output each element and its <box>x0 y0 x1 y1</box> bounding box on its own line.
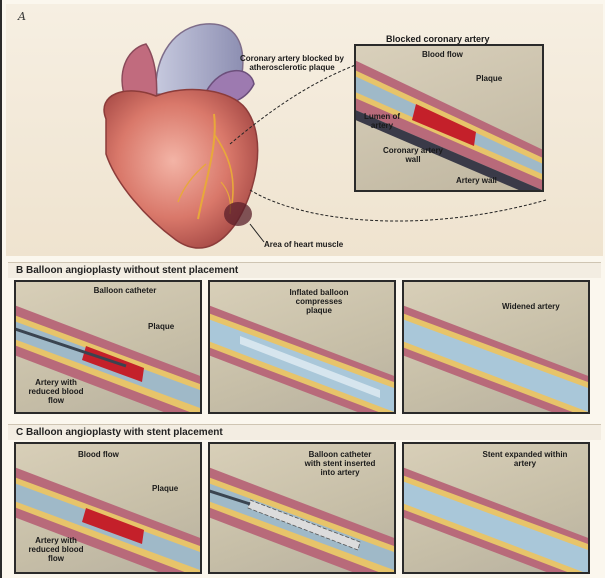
panel-b1-callout-3: Artery with reduced blood flow <box>26 378 86 405</box>
panel-c3-callout-1: Stent expanded within artery <box>480 450 570 468</box>
panel-c1-callout-2: Plaque <box>152 484 178 493</box>
panel-b2-callout-1: Inflated balloon compresses plaque <box>284 288 354 315</box>
inset-callout-lumen: Lumen of artery <box>362 112 402 130</box>
panel-b1: Balloon catheter Plaque Artery with redu… <box>14 280 202 414</box>
panel-b3-drawing <box>404 282 588 412</box>
panel-c1-callout-1: Blood flow <box>78 450 119 459</box>
panel-b3: Widened artery <box>402 280 590 414</box>
inset-callout-blood-flow: Blood flow <box>422 50 463 59</box>
inset-callout-wall: Coronary artery wall <box>378 146 448 164</box>
panel-b3-callout-1: Widened artery <box>502 302 560 311</box>
panel-c1: Blood flow Plaque Artery with reduced bl… <box>14 442 202 574</box>
panel-c3: Stent expanded within artery <box>402 442 590 574</box>
inset-title: Blocked coronary artery <box>386 34 490 44</box>
blocked-artery-inset: Blood flow Plaque Lumen of artery Corona… <box>354 44 544 192</box>
panel-c1-callout-3: Artery with reduced blood flow <box>26 536 86 563</box>
panel-b2: Inflated balloon compresses plaque <box>208 280 396 414</box>
section-c-header: C Balloon angioplasty with stent placeme… <box>8 424 601 440</box>
heart-callout: Coronary artery blocked by atherosclerot… <box>234 54 350 72</box>
inset-callout-artery-wall: Artery wall <box>456 176 497 185</box>
inset-callout-plaque: Plaque <box>476 74 502 83</box>
panel-c2-callout-1: Balloon catheter with stent inserted int… <box>300 450 380 477</box>
panel-b1-callout-2: Plaque <box>148 322 174 331</box>
section-a: A <box>6 4 603 256</box>
panel-b1-callout-1: Balloon catheter <box>80 286 170 295</box>
heart-muscle-callout: Area of heart muscle <box>264 240 343 249</box>
panel-c2: Balloon catheter with stent inserted int… <box>208 442 396 574</box>
section-b-header: B Balloon angioplasty without stent plac… <box>8 262 601 278</box>
